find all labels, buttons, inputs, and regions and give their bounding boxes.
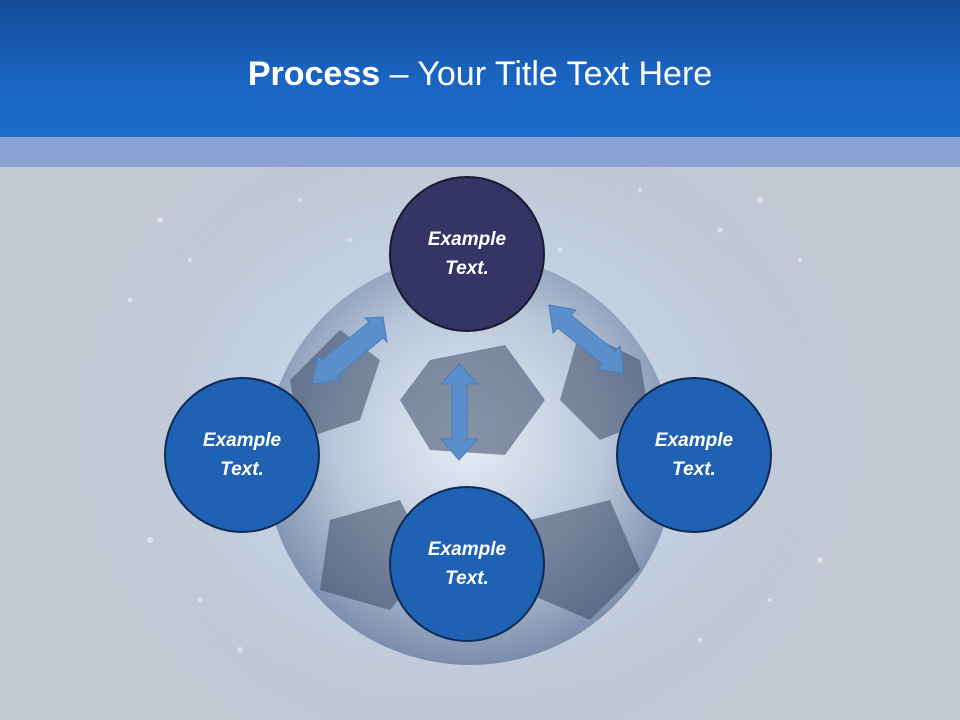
process-node-right[interactable]: Example Text. — [616, 377, 772, 533]
process-node-top-text: Example Text. — [427, 229, 507, 279]
process-node-bottom-text: Example Text. — [427, 539, 507, 589]
slide-title-bold: Process — [247, 55, 381, 93]
process-node-left[interactable]: Example Text. — [164, 377, 320, 533]
title-bar-accent-band — [0, 137, 960, 167]
slide-title-rest: – Your Title Text Here — [380, 55, 713, 93]
process-node-bottom[interactable]: Example Text. — [389, 486, 545, 642]
process-node-left-text: Example Text. — [202, 430, 282, 480]
slide-title[interactable]: Process – Your Title Text Here — [0, 52, 960, 96]
title-bar — [0, 0, 960, 137]
process-node-top[interactable]: Example Text. — [389, 176, 545, 332]
process-node-right-text: Example Text. — [654, 430, 734, 480]
